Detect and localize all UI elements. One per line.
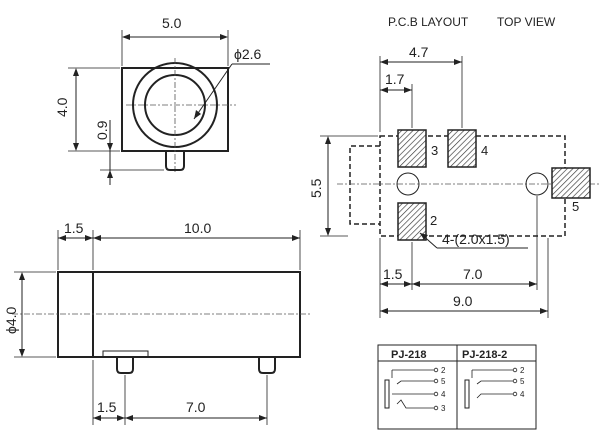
side-view-pin-front-label: 1.5 [97,399,117,415]
pj-218-pin-2: 2 [441,366,446,375]
pcb-pad-4 [447,129,477,168]
top-view-title: TOP VIEW [497,15,556,29]
pcb-height-label: 5.5 [308,178,324,198]
pj-218-2-pin-5: 5 [520,377,525,386]
pj-218-pin-4: 4 [441,390,446,399]
pcb-hole-right [525,172,549,196]
pcb-pad-size-label: 4-(2.0x1.5) [442,231,510,247]
side-view-contact [102,350,149,358]
pcb-outline-flange [349,145,380,225]
front-view-pin [165,151,185,171]
pcb-pad-4-label: 4 [481,143,488,158]
front-view-width-label: 5.0 [162,15,182,31]
pj-218-2-schematic: 2 5 4 [464,366,525,409]
pcb-pad-3-label: 3 [431,143,438,158]
front-view: 5.0 4.0 0.9 ϕ2.6 [54,15,270,185]
pin-table-header-pj-218-2: PJ-218-2 [462,349,507,361]
pj-218-2-pin-4: 4 [520,390,525,399]
pcb-bottom-middle-label: 7.0 [463,266,483,282]
pin-table-header-pj-218: PJ-218 [391,349,426,361]
pcb-hole-left [396,172,420,196]
pj-218-schematic: 2 5 4 3 [384,366,446,413]
pcb-outline [379,135,566,237]
side-view-body [57,271,301,358]
pcb-bottom-left-label: 1.5 [383,266,403,282]
pcb-layout: P.C.B LAYOUT TOP VIEW 3 4 2 5 4.7 1.7 [308,15,600,318]
side-view-length-label: 10.0 [184,220,211,236]
pcb-pad-offset-label: 1.7 [385,71,405,87]
pj-218-pin-5: 5 [441,377,446,386]
front-view-pin-offset-label: 0.9 [94,120,110,140]
pcb-total-label: 9.0 [453,293,473,309]
front-view-hole-diameter-label: ϕ2.6 [234,46,262,62]
pcb-pad-3 [397,129,427,168]
pcb-pad-5-label: 5 [572,199,579,214]
pcb-pad-5 [551,167,591,199]
pcb-pad-spacing-label: 4.7 [409,44,429,60]
side-view-pin-front [116,357,134,374]
pj-218-2-pin-2: 2 [520,366,525,375]
side-view-flange-label: 1.5 [64,220,84,236]
side-view-pin-rear [258,357,276,374]
side-view: 1.5 10.0 ϕ4.0 1.5 7.0 [3,220,310,425]
pcb-pad-2-label: 2 [430,213,437,228]
side-view-diameter-label: ϕ4.0 [3,306,19,334]
side-view-pin-spacing-label: 7.0 [186,399,206,415]
pj-218-pin-3: 3 [441,404,446,413]
pcb-layout-title: P.C.B LAYOUT [388,15,469,29]
pin-table: PJ-218 PJ-218-2 2 5 4 3 [377,344,537,430]
front-view-height-label: 4.0 [54,97,70,117]
